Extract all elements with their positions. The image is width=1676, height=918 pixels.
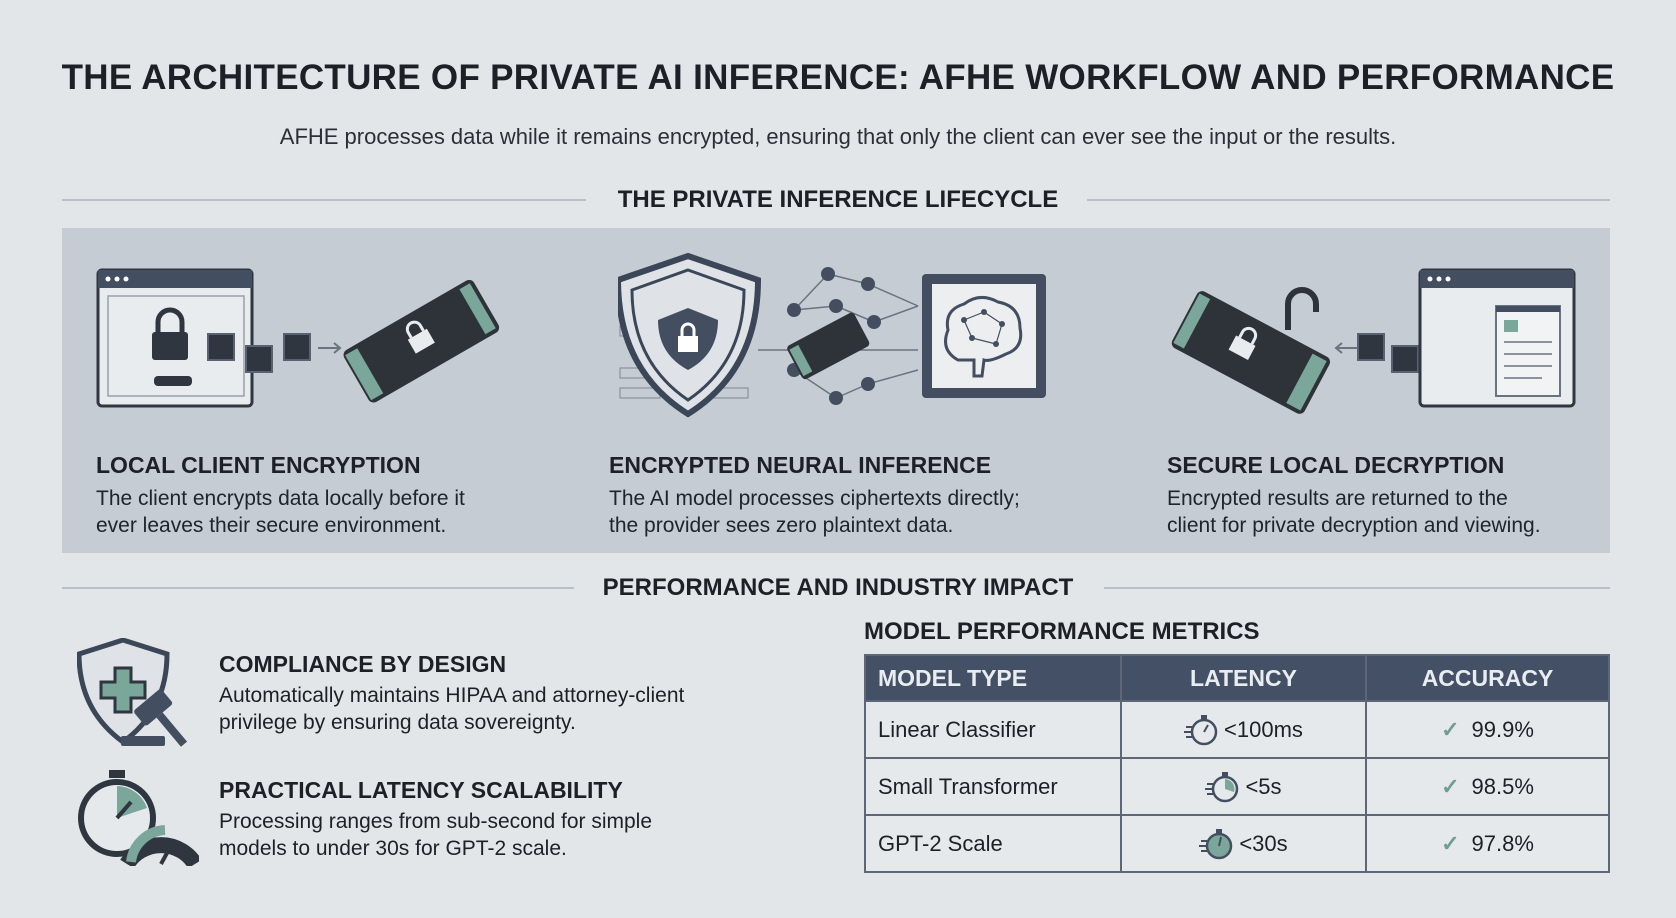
page-subtitle: AFHE processes data while it remains enc…: [279, 124, 1397, 149]
step-description-line: the provider sees zero plaintext data.: [609, 514, 954, 537]
accuracy-cell: ✓ 99.9%: [1365, 700, 1610, 759]
accuracy-cell: ✓ 97.8%: [1365, 814, 1610, 873]
latency-value: <30s: [1239, 830, 1288, 856]
model-cell: Linear Classifier: [864, 700, 1122, 759]
step-title: ENCRYPTED NEURAL INFERENCE: [609, 452, 992, 478]
latency-cell: <5s: [1120, 757, 1367, 816]
step-decryption: SECURE LOCAL DECRYPTION Encrypted result…: [1167, 452, 1627, 539]
latency-value: <5s: [1245, 773, 1282, 799]
column-header-latency: LATENCY: [1120, 654, 1367, 702]
metrics-title: MODEL PERFORMANCE METRICS: [864, 618, 1260, 645]
accuracy-value: 97.8%: [1471, 830, 1534, 856]
step-description-line: ever leaves their secure environment.: [96, 514, 447, 537]
stopwatch-icon: [1199, 827, 1233, 861]
feature-description-line: Processing ranges from sub-second for si…: [219, 810, 653, 833]
accuracy-value: 98.5%: [1471, 773, 1534, 799]
model-cell: GPT-2 Scale: [864, 814, 1122, 873]
checkmark-icon: ✓: [1441, 716, 1460, 742]
stopwatch-icon: [1205, 770, 1239, 804]
step-title: LOCAL CLIENT ENCRYPTION: [96, 452, 421, 478]
divider: [62, 199, 586, 201]
table-row: GPT-2 Scale <30s ✓ 97.8%: [864, 814, 1610, 873]
column-header-accuracy: ACCURACY: [1365, 654, 1610, 702]
page-title: THE ARCHITECTURE OF PRIVATE AI INFERENCE…: [61, 58, 1615, 97]
unlock-decrypt-browser-icon: [1170, 262, 1580, 422]
checkmark-icon: ✓: [1441, 773, 1460, 799]
checkmark-icon: ✓: [1441, 830, 1460, 856]
step-inference: ENCRYPTED NEURAL INFERENCE The AI model …: [609, 452, 1069, 539]
latency-value: <100ms: [1224, 716, 1303, 742]
step-description-line: client for private decryption and viewin…: [1167, 514, 1541, 537]
accuracy-cell: ✓ 98.5%: [1365, 757, 1610, 816]
feature-description-line: models to under 30s for GPT-2 scale.: [219, 837, 567, 860]
feature-latency: PRACTICAL LATENCY SCALABILITY Processing…: [219, 777, 739, 862]
feature-description-line: Automatically maintains HIPAA and attorn…: [219, 684, 685, 707]
latency-cell: <30s: [1120, 814, 1367, 873]
step-description-line: Encrypted results are returned to the: [1167, 487, 1508, 510]
lifecycle-heading: THE PRIVATE INFERENCE LIFECYCLE: [617, 186, 1059, 213]
model-cell: Small Transformer: [864, 757, 1122, 816]
latency-cell: <100ms: [1120, 700, 1367, 759]
table-row: Linear Classifier <100ms ✓ 99.9%: [864, 700, 1610, 759]
feature-description-line: privilege by ensuring data sovereignty.: [219, 711, 576, 734]
column-header-model: MODEL TYPE: [864, 654, 1122, 702]
feature-title: COMPLIANCE BY DESIGN: [219, 651, 507, 677]
feature-title: PRACTICAL LATENCY SCALABILITY: [219, 777, 623, 803]
table-row: Small Transformer <5s ✓ 98.5%: [864, 757, 1610, 816]
metrics-table: MODEL TYPE LATENCY ACCURACY Linear Class…: [864, 654, 1610, 873]
shield-neural-brain-icon: [618, 250, 1052, 420]
step-title: SECURE LOCAL DECRYPTION: [1167, 452, 1505, 478]
table-header-row: MODEL TYPE LATENCY ACCURACY: [864, 654, 1610, 702]
browser-lock-encrypt-icon: [96, 262, 506, 422]
divider: [1087, 199, 1610, 201]
impact-heading: PERFORMANCE AND INDUSTRY IMPACT: [602, 574, 1074, 601]
feature-compliance: COMPLIANCE BY DESIGN Automatically maint…: [219, 651, 739, 736]
lifecycle-panel: [62, 228, 1610, 553]
step-description-line: The client encrypts data locally before …: [96, 487, 465, 510]
shield-gavel-icon: [77, 638, 199, 750]
step-encryption: LOCAL CLIENT ENCRYPTION The client encry…: [96, 452, 556, 539]
divider: [62, 587, 574, 589]
accuracy-value: 99.9%: [1471, 716, 1534, 742]
stopwatch-gauge-icon: [77, 768, 199, 866]
stopwatch-icon: [1184, 713, 1218, 747]
divider: [1104, 587, 1610, 589]
step-description-line: The AI model processes ciphertexts direc…: [609, 487, 1020, 510]
